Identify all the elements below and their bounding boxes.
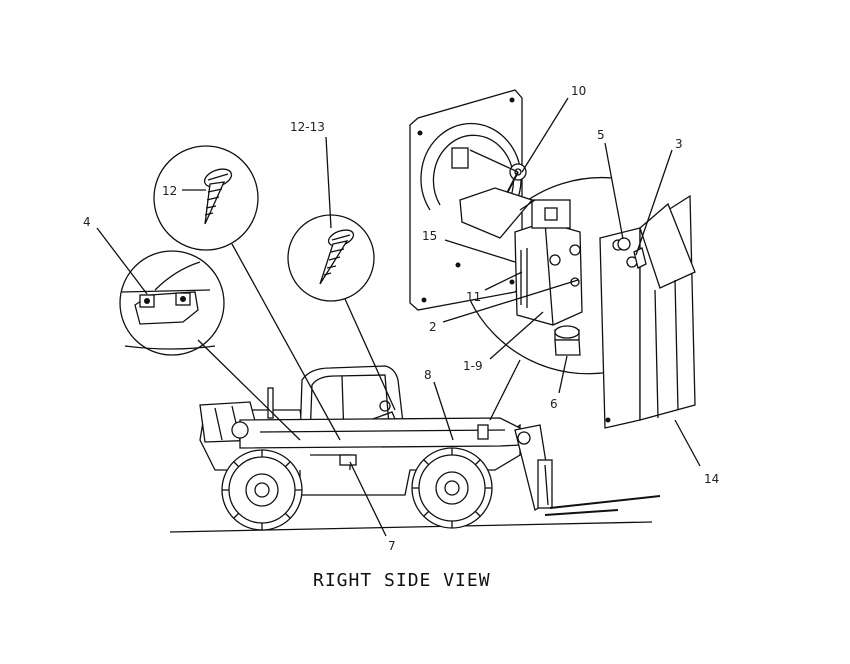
detail-switch-assembly — [409, 89, 696, 429]
detail-bracket — [119, 250, 301, 441]
callout-15: 15 — [422, 229, 437, 243]
callout-12: 12 — [162, 184, 177, 198]
rear-wheel — [221, 449, 303, 531]
ground-line — [169, 521, 653, 533]
callout-5: 5 — [597, 128, 605, 142]
callout-4: 4 — [83, 215, 91, 229]
callout-labels: 10 12-13 5 3 12 4 15 11 2 1-9 8 6 14 7 — [83, 84, 719, 553]
callout-7: 7 — [388, 539, 396, 553]
leader-lines — [96, 97, 701, 537]
callout-11: 11 — [466, 290, 481, 304]
callout-14: 14 — [704, 472, 719, 486]
callout-10: 10 — [571, 84, 586, 98]
callout-2: 2 — [429, 320, 437, 334]
detail-screw-12 — [153, 145, 341, 441]
view-title: RIGHT SIDE VIEW — [313, 570, 491, 591]
callout-3: 3 — [675, 137, 683, 151]
callout-1-9: 1-9 — [463, 359, 483, 373]
callout-8: 8 — [424, 368, 432, 382]
telehandler-vehicle — [199, 365, 661, 531]
front-wheel — [411, 447, 493, 529]
detail-screw-12-13 — [287, 214, 396, 411]
callout-6: 6 — [550, 397, 558, 411]
callout-12-13: 12-13 — [290, 120, 325, 134]
